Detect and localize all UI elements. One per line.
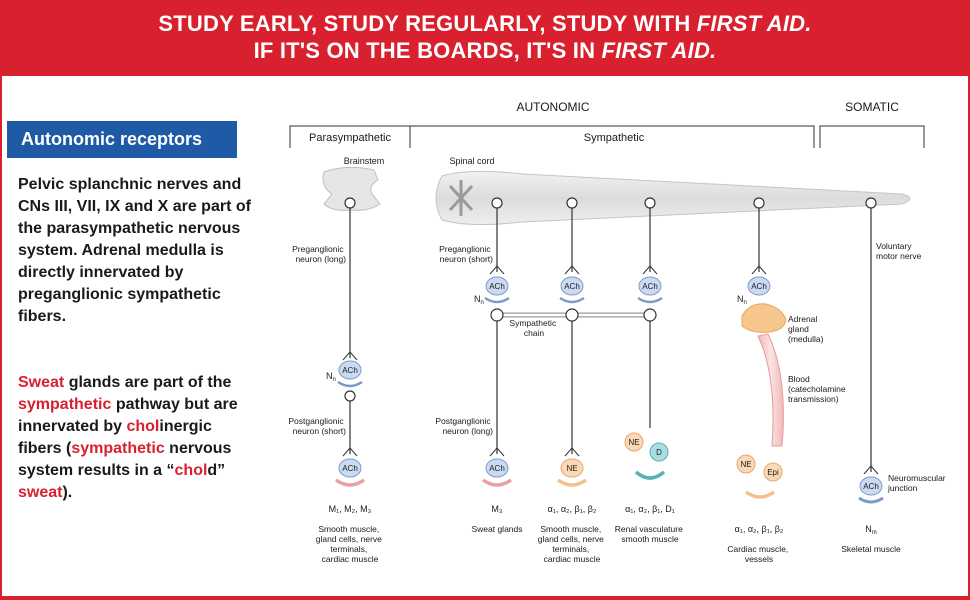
spinal-cord-label: Spinal cord — [449, 156, 494, 166]
nn-receptor-label-sympathetic: Nn — [474, 294, 484, 306]
ganglion-ach-renal: ACh — [637, 265, 663, 304]
target-renal: Renal vasculature smooth muscle — [615, 524, 685, 544]
ganglion-ach-symp: ACh — [559, 265, 585, 304]
preganglionic-short-label: Preganglionic neuron (short) — [439, 244, 493, 264]
receptors-para: M₁, M₂, M₃ — [329, 504, 372, 514]
ach-label: ACh — [564, 282, 580, 291]
ne-label: NE — [566, 464, 577, 473]
postganglionic-short-label: Postganglionic neuron (short) — [288, 416, 346, 436]
ach-label: ACh — [642, 282, 658, 291]
banner-line-1: STUDY EARLY, STUDY REGULARLY, STUDY WITH… — [158, 11, 812, 36]
banner-line-2: IF IT'S ON THE BOARDS, IT'S IN FIRST AID… — [253, 38, 717, 63]
ach-label: ACh — [342, 464, 358, 473]
section-title: Autonomic receptors — [7, 121, 237, 158]
adrenal-gland-icon — [741, 303, 787, 333]
target-sympathetic: Smooth muscle, gland cells, nerve termin… — [538, 524, 607, 564]
epi-label: Epi — [767, 468, 779, 477]
parasympathetic-label: Parasympathetic — [309, 132, 391, 144]
ach-label: ACh — [863, 482, 879, 491]
target-cardiac: Cardiac muscle, vessels — [727, 544, 790, 564]
target-para: Smooth muscle, gland cells, nerve termin… — [316, 524, 385, 564]
promo-banner: STUDY EARLY, STUDY REGULARLY, STUDY WITH… — [0, 0, 970, 76]
effector-ne-symp: NE — [556, 447, 588, 487]
autonomic-label: AUTONOMIC — [516, 100, 589, 114]
spinal-cord-gray-matter-icon — [448, 180, 474, 216]
target-skeletal: Skeletal muscle — [841, 544, 901, 554]
brainstem-label: Brainstem — [344, 156, 385, 166]
nn-receptor-label-para: Nn — [326, 371, 336, 383]
receptors-sweat: M₃ — [491, 504, 502, 514]
cell-bodies — [344, 197, 877, 402]
receptors-skeletal: Nm — [865, 524, 877, 536]
ach-label: ACh — [489, 464, 505, 473]
adrenal-gland-label: Adrenal gland (medulla) — [788, 314, 824, 344]
blood-vessel-icon — [757, 333, 784, 447]
autonomic-bracket — [289, 125, 815, 148]
nn-receptor-label-adrenal: Nn — [737, 294, 747, 306]
somatic-bracket — [819, 125, 925, 148]
effector-ach-para: ACh — [334, 447, 366, 487]
preganglionic-long-label: Preganglionic neuron (long) — [292, 244, 346, 264]
ganglion-ach-sweat: ACh — [484, 265, 510, 304]
ach-label: ACh — [342, 366, 358, 375]
description-paragraph-2: Sweat glands are part of the sympathetic… — [18, 374, 238, 501]
receptors-renal: α₁, α₂, β₁, D₁ — [625, 504, 675, 514]
effector-ne-d-renal: NE D — [624, 432, 669, 480]
sympathetic-label: Sympathetic — [584, 132, 645, 144]
sympathetic-chain-label: Sympathetic chain — [509, 318, 558, 338]
description-paragraph-1: Pelvic splanchnic nerves and CNs III, VI… — [18, 176, 251, 325]
ach-label: ACh — [751, 282, 767, 291]
ne-label: NE — [740, 460, 751, 469]
ganglion-ach-para: ACh — [337, 351, 363, 388]
ganglion-ach-adrenal: ACh — [747, 265, 771, 296]
autonomic-receptors-diagram: AUTONOMIC SOMATIC Parasympathetic Sympat… — [288, 100, 948, 564]
postganglionic-long-label: Postganglionic neuron (long) — [435, 416, 493, 436]
effector-ne-epi-cardiac: NE Epi — [736, 454, 783, 499]
ach-label: ACh — [489, 282, 505, 291]
voluntary-motor-nerve-label: Voluntary motor nerve — [876, 241, 922, 261]
ne-label: NE — [628, 438, 639, 447]
content-panel: Autonomic receptors Pelvic splanchnic ne… — [2, 76, 968, 596]
neuromuscular-junction-label: Neuromuscular junction — [887, 473, 948, 493]
receptors-sympathetic: α₁, α₂, β₁, β₂ — [548, 504, 597, 514]
brainstem-icon — [322, 166, 381, 211]
spinal-cord-icon — [435, 170, 911, 226]
somatic-label: SOMATIC — [845, 100, 899, 114]
d-label: D — [656, 448, 662, 457]
blood-label: Blood (catecholamine transmission) — [788, 374, 848, 404]
receptors-cardiac: α₁, α₂, β₁, β₂ — [735, 524, 784, 534]
effector-ach-sweat: ACh — [481, 447, 513, 487]
effector-ach-skeletal: ACh — [858, 465, 884, 504]
target-sweat: Sweat glands — [471, 524, 522, 534]
